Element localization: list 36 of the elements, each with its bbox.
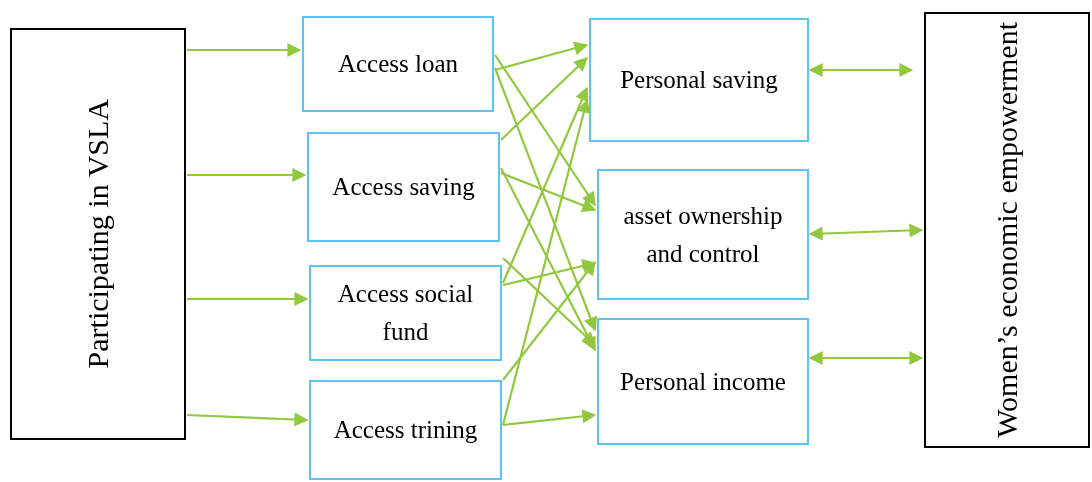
arrow — [808, 63, 914, 77]
arrow — [186, 412, 309, 427]
process-box — [309, 380, 502, 480]
process-box — [589, 18, 809, 142]
arrow — [502, 260, 596, 381]
arrow — [493, 67, 598, 332]
arrow — [494, 41, 589, 72]
arrow — [808, 223, 924, 241]
process-box — [597, 169, 809, 300]
arrow — [500, 57, 588, 141]
arrow — [494, 54, 596, 207]
process-box — [309, 265, 502, 361]
process-box — [597, 318, 809, 445]
arrow — [502, 409, 597, 427]
arrow — [187, 168, 307, 182]
process-box — [924, 12, 1090, 448]
box-label: Personal saving — [619, 65, 779, 95]
process-box — [307, 132, 500, 242]
box-label: Access trining — [332, 415, 479, 445]
arrow — [502, 86, 589, 284]
arrow — [187, 292, 309, 306]
box-label: Access social fund — [336, 279, 475, 347]
box-label: Access saving — [331, 172, 476, 202]
arrow — [500, 171, 597, 212]
process-box — [302, 16, 494, 112]
arrow — [502, 257, 596, 346]
box-label: asset ownership and control — [622, 200, 784, 269]
box-label: Participating in VSLA — [80, 99, 115, 369]
box-label: Access loan — [336, 49, 460, 79]
box-label: Personal income — [619, 366, 787, 397]
box-label: Women’s economic empowerment — [989, 22, 1024, 438]
arrow — [808, 351, 924, 365]
arrow — [500, 167, 596, 352]
process-box — [10, 28, 186, 440]
arrow — [501, 98, 591, 426]
arrow — [187, 43, 302, 57]
